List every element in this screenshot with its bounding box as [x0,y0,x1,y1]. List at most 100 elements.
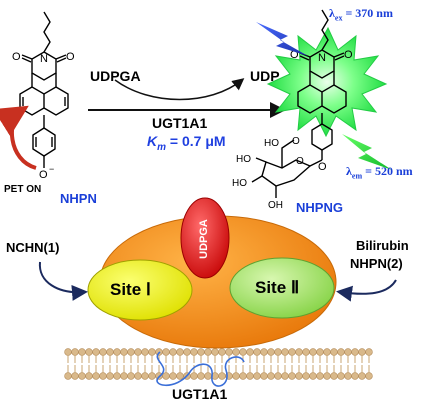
cofactor-label: UDPGA [198,219,210,259]
lipid-head [330,348,338,356]
lipid-head [246,348,254,356]
lipid-head [330,372,338,380]
lipid-head [197,348,205,356]
emission-bolt-icon [342,134,392,170]
emission-value: = 520 nm [362,164,413,178]
pet-label: PET ON [4,184,42,195]
lipid-head [232,348,240,356]
enzyme-label: UGT1A1 [152,115,208,131]
lipid-head [246,372,254,380]
lipid-head [85,372,93,380]
lipid-head [239,372,247,380]
lipid-head [351,348,359,356]
lipid-head [288,372,296,380]
excitation-bolt-icon [256,22,308,56]
nhpn-structure [19,11,69,168]
lipid-head [309,372,317,380]
lipid-head [106,372,114,380]
excitation-value: = 370 nm [342,6,393,20]
lipid-head [148,348,156,356]
lipid-head [239,348,247,356]
lipid-head [204,372,212,380]
glucuronide-ho-2: HO [236,154,251,165]
lipid-head [176,372,184,380]
emission-sub: em [351,171,363,181]
lipid-head [211,348,219,356]
lipid-head [365,372,373,380]
site2-ligand-label-1: Bilirubin [356,238,409,253]
lipid-head [169,348,177,356]
excitation-sub: ex [334,13,343,23]
site-1 [87,259,193,321]
lipid-head [64,348,72,356]
nhpng-structure [251,9,347,198]
lipid-head [134,372,142,380]
lipid-head [260,348,268,356]
lipid-head [274,372,282,380]
lipid-head [148,372,156,380]
lipid-head [106,348,114,356]
nhpn-n-atom: N [40,53,48,65]
lipid-head [169,372,177,380]
fluorescence-glow [266,26,388,138]
lipid-head [253,372,261,380]
lipid-head [358,348,366,356]
lipid-head [92,372,100,380]
lipid-head [295,372,303,380]
product-name: NHPNG [296,200,343,215]
site2-ligand-arrow [336,279,397,302]
excitation-symbol: λ [329,6,335,20]
glucuronide-ho-3: HO [232,178,247,189]
lipid-head [267,348,275,356]
lipid-head [92,348,100,356]
emission-symbol: λ [346,164,352,178]
lipid-head [113,348,121,356]
lipid-head [99,372,107,380]
lipid-head [281,348,289,356]
transmembrane-helix [156,351,245,387]
km-value: = 0.7 μM [166,133,226,149]
lipid-head [365,348,373,356]
membrane-label: UGT1A1 [172,386,228,402]
lipid-head [337,348,345,356]
nhpn-o-atom-right: O [66,51,75,63]
lipid-head [162,348,170,356]
glucuronide-ho-1: HO [264,138,279,149]
km-symbol: K [147,133,158,149]
lipid-head [253,348,261,356]
lipid-head [309,348,317,356]
lipid-head [323,372,331,380]
lipid-head [302,348,310,356]
lipid-head [204,348,212,356]
nhpng-o-ether: O [318,161,327,173]
cofactor-site [180,197,230,279]
lipid-head [302,372,310,380]
lipid-head [316,372,324,380]
glucuronide-oh-2: OH [268,200,283,211]
excitation-label: λex = 370 nm [329,6,393,22]
nhpng-o-left: O [290,49,299,61]
nhpn-o-minus: O [39,169,48,181]
lipid-head [127,348,135,356]
lipid-head [295,348,303,356]
site2-label: Site Ⅱ [255,278,300,297]
lipid-head [344,372,352,380]
emission-label: λem = 520 nm [346,164,413,180]
lipid-head [99,348,107,356]
lipid-head [183,348,191,356]
lipid-head [323,348,331,356]
site2-ligand-label-2: NHPN(2) [350,256,403,271]
lipid-head [288,348,296,356]
lipid-head [218,372,226,380]
glucuronide-oh-1: O [296,156,304,167]
product-label: UDP [250,68,280,84]
lipid-head [162,372,170,380]
reagent-label: UDPGA [90,68,141,84]
nhpn-minus-sign: − [49,164,54,174]
lipid-head [141,348,149,356]
glucuronide-o-1: O [292,136,300,147]
cell-membrane [64,348,373,380]
lipid-head [232,372,240,380]
lipid-head [316,348,324,356]
